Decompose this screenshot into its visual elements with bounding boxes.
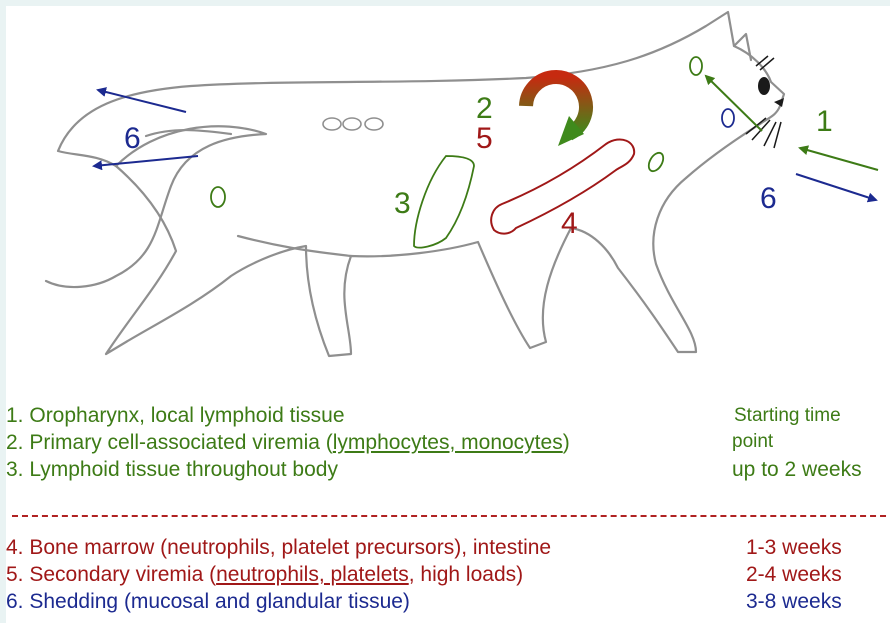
label-6-left: 6 (124, 122, 141, 155)
entry-arrow (800, 148, 878, 170)
legend-item-6: 6. Shedding (mucosal and glandular tissu… (6, 590, 410, 614)
shedding-arrow-face (796, 174, 876, 200)
cat-belly-line (238, 236, 351, 256)
legend-item-3: 3. Lymphoid tissue throughout body (6, 458, 338, 482)
gut-node-3 (365, 118, 383, 130)
label-3: 3 (394, 187, 411, 220)
label-1: 1 (816, 105, 833, 138)
legend-item-1: 1. Oropharynx, local lymphoid tissue (6, 404, 345, 428)
cat-diagram: 6 2 5 3 4 1 6 (6, 6, 890, 396)
legend-item-4: 4. Bone marrow (neutrophils, platelet pr… (6, 536, 551, 560)
facial-lymph-node (722, 109, 734, 127)
time-5: 2-4 weeks (746, 563, 842, 587)
cat-body-outline (58, 12, 784, 356)
time-6: 3-8 weeks (746, 590, 842, 614)
legend-divider (12, 515, 890, 517)
gut-node-1 (323, 118, 341, 130)
label-6-right: 6 (760, 182, 777, 215)
lymph-node-shoulder (646, 150, 666, 173)
spleen-organ (414, 156, 474, 248)
label-5: 5 (476, 122, 493, 155)
label-4: 4 (561, 207, 578, 240)
cat-tail (46, 126, 266, 287)
time-4: 1-3 weeks (746, 536, 842, 560)
time-3: up to 2 weeks (732, 458, 862, 482)
label-2: 2 (476, 92, 493, 125)
legend-item-2: 2. Primary cell-associated viremia (lymp… (6, 431, 570, 455)
lymph-node-tail (211, 187, 225, 207)
cat-shoulder-line (146, 130, 231, 136)
viremia-cycle-icon (526, 77, 586, 146)
time-2: point (732, 430, 773, 454)
gut-node-2 (343, 118, 361, 130)
lymph-node-head (690, 57, 702, 75)
time-1: Starting time (734, 404, 841, 428)
legend-item-5: 5. Secondary viremia (neutrophils, plate… (6, 563, 523, 587)
